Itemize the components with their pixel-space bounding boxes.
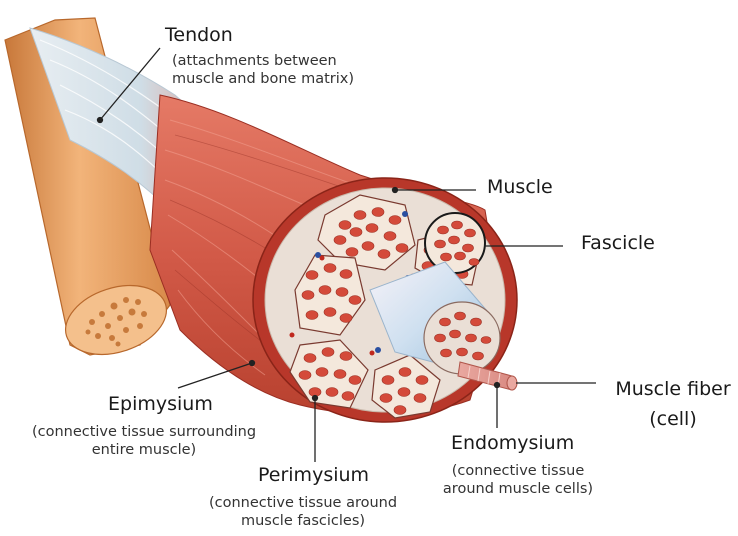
muscle-fiber-subtitle: (cell) bbox=[649, 408, 697, 430]
tendon-label: Tendon bbox=[165, 24, 233, 46]
fascicle-highlight bbox=[424, 212, 486, 274]
endomysium-desc-line-2: around muscle cells) bbox=[442, 481, 594, 497]
bone bbox=[4, 17, 171, 356]
inner-tendon-core bbox=[369, 261, 501, 375]
leader-lines bbox=[96, 47, 596, 462]
epimysium-label: Epimysium bbox=[108, 393, 213, 415]
endomysium-leader-dot bbox=[493, 381, 501, 389]
muscle-fiber-title: Muscle fiber bbox=[615, 378, 731, 400]
epimysium-desc-line-1: (connective tissue surrounding bbox=[31, 424, 257, 440]
epimysium-leader-dot bbox=[248, 359, 256, 367]
endomysium-label: Endomysium bbox=[451, 432, 575, 454]
endomysium-desc-line-1: (connective tissue bbox=[451, 463, 585, 479]
muscle-label: Muscle bbox=[487, 176, 553, 198]
epimysium-leader bbox=[177, 362, 253, 389]
muscle-fiber-label: Muscle fiber (cell) bbox=[610, 374, 736, 434]
perimysium-leader-dot bbox=[311, 394, 319, 402]
epimysium-description: (connective tissue surrounding entire mu… bbox=[18, 423, 270, 459]
tendon-description: (attachments between muscle and bone mat… bbox=[172, 52, 354, 88]
tendon-desc-line-1: (attachments between bbox=[172, 53, 337, 69]
epimysium-desc-line-2: entire muscle) bbox=[91, 442, 197, 458]
perimysium-desc-line-2: muscle fascicles) bbox=[240, 513, 366, 529]
endomysium-description: (connective tissue around muscle cells) bbox=[432, 462, 604, 498]
perimysium-description: (connective tissue around muscle fascicl… bbox=[196, 494, 410, 530]
perimysium-desc-line-1: (connective tissue around bbox=[208, 495, 398, 511]
tendon-desc-line-2: muscle and bone matrix) bbox=[172, 71, 355, 87]
fascicle-label: Fascicle bbox=[581, 232, 655, 254]
muscle-cross-section bbox=[252, 177, 518, 423]
tendon-leader-dot bbox=[96, 116, 104, 124]
tendon-leader bbox=[99, 47, 161, 121]
perimysium-label: Perimysium bbox=[258, 464, 370, 486]
muscle-leader-dot bbox=[391, 186, 399, 194]
